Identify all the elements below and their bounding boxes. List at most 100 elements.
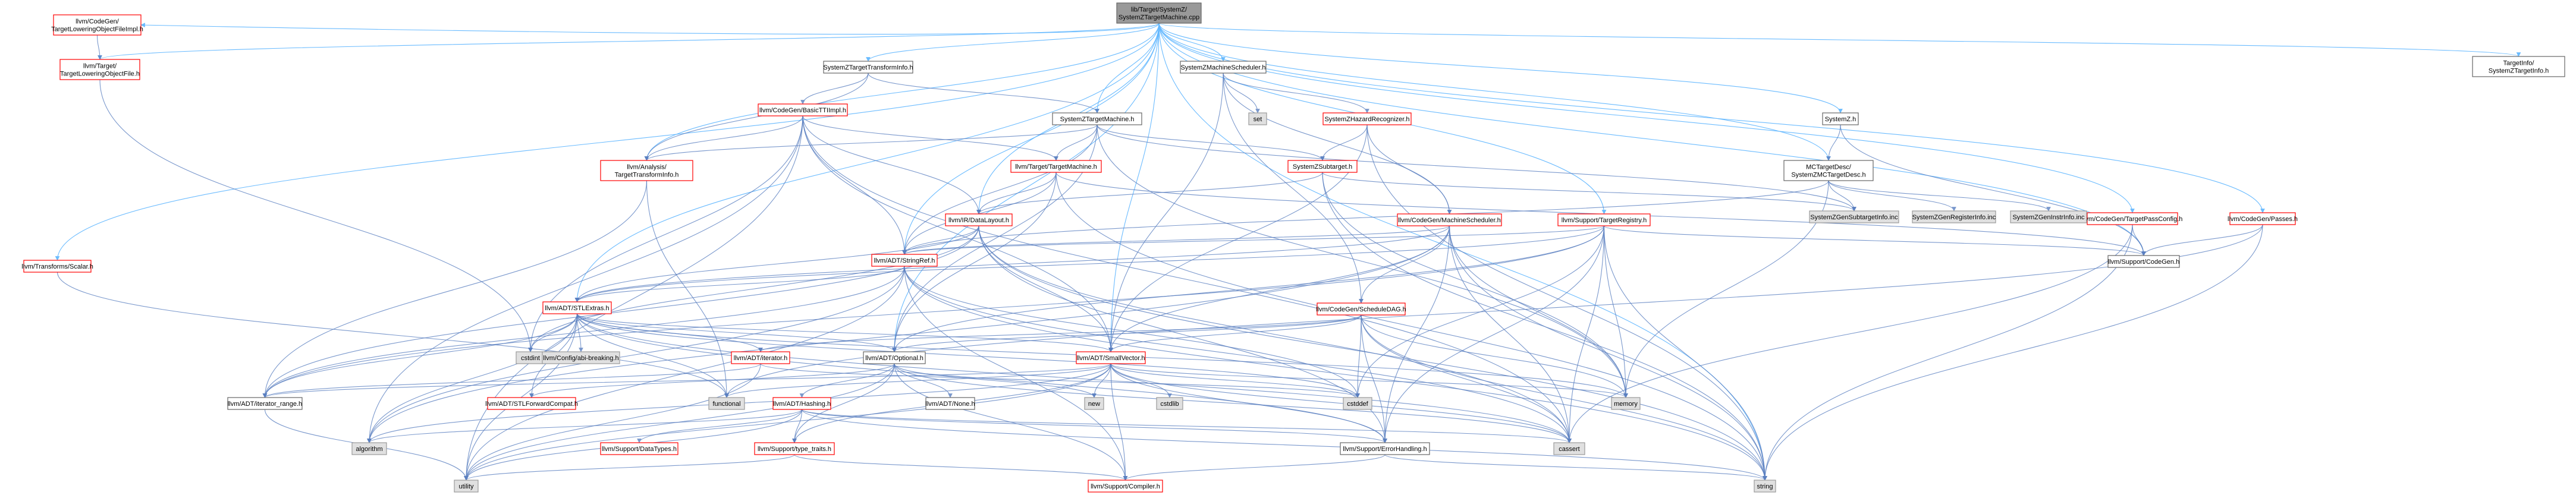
node-box bbox=[2010, 210, 2087, 223]
edge-basicTTI-to-targetMachine bbox=[802, 115, 1058, 161]
edge-optional-to-typeTraits bbox=[792, 363, 895, 443]
edge-errorHandling-to-string bbox=[1384, 454, 1767, 481]
edge-targetRegistry-to-memory bbox=[1603, 225, 1628, 398]
node-box bbox=[1809, 210, 1899, 223]
node-szSubtarget[interactable]: SystemZSubtarget.h bbox=[1287, 160, 1358, 173]
node-box bbox=[754, 442, 835, 455]
edge-stringRef-to-compiler bbox=[904, 266, 1128, 481]
edge-szSubtarget-to-genSubtarget bbox=[1322, 172, 1856, 212]
edge-szTM-to-targetMachine bbox=[1054, 124, 1098, 161]
edge-targetRegistry-to-stlExtras bbox=[574, 225, 1605, 302]
node-label: llvm/Support/ErrorHandling.h bbox=[1343, 446, 1427, 453]
node-szTTI[interactable]: SystemZTargetTransformInfo.h bbox=[823, 61, 913, 74]
node-iterator[interactable]: llvm/ADT/iterator.h bbox=[731, 351, 790, 364]
node-iterRange[interactable]: llvm/ADT/iterator_range.h bbox=[227, 397, 303, 410]
node-root[interactable]: lib/Target/SystemZ/SystemZTargetMachine.… bbox=[1116, 2, 1202, 24]
node-box bbox=[1010, 160, 1102, 173]
node-box bbox=[1822, 112, 1859, 125]
node-tloFile[interactable]: llvm/Target/TargetLoweringObjectFile.h bbox=[59, 59, 140, 80]
node-targetMachine[interactable]: llvm/Target/TargetMachine.h bbox=[1010, 160, 1102, 173]
node-label: llvm/ADT/STLForwardCompat.h bbox=[485, 401, 578, 408]
node-stlExtras[interactable]: llvm/ADT/STLExtras.h bbox=[542, 301, 612, 314]
node-szSched[interactable]: SystemZMachineScheduler.h bbox=[1180, 61, 1267, 74]
node-label: MCTargetDesc/ bbox=[1806, 164, 1852, 171]
node-szTM[interactable]: SystemZTargetMachine.h bbox=[1052, 112, 1142, 125]
edge-szHazard-to-szSubtarget bbox=[1320, 124, 1368, 161]
node-label: memory bbox=[1614, 401, 1638, 408]
node-mcDesc[interactable]: MCTargetDesc/SystemZMCTargetDesc.h bbox=[1783, 160, 1874, 181]
edge-hashing-to-algorithm bbox=[367, 409, 803, 443]
node-label: SystemZTargetMachine.h bbox=[1060, 116, 1135, 123]
node-targetInfo[interactable]: TargetInfo/SystemZTargetInfo.h bbox=[2472, 56, 2565, 77]
node-basicTTI[interactable]: llvm/CodeGen/BasicTTIImpl.h bbox=[758, 103, 848, 116]
edge-optional-to-hashing bbox=[799, 363, 895, 398]
node-label: llvm/CodeGen/Passes.h bbox=[2228, 216, 2298, 223]
node-hashing[interactable]: llvm/ADT/Hashing.h bbox=[772, 397, 831, 410]
edge-targetRegistry-to-codeGen bbox=[1603, 225, 2146, 256]
node-dataTypes[interactable]: llvm/Support/DataTypes.h bbox=[600, 442, 678, 455]
edge-smallVector-to-functional bbox=[724, 363, 1111, 398]
node-box bbox=[1116, 2, 1202, 24]
node-compiler[interactable]: llvm/Support/Compiler.h bbox=[1088, 480, 1163, 493]
edge-errorHandling-to-compiler bbox=[1123, 454, 1386, 481]
edge-basicTTI-to-cstdint bbox=[528, 115, 803, 352]
edge-stringRef-to-utility bbox=[464, 266, 905, 481]
node-codeGen[interactable]: llvm/Support/CodeGen.h bbox=[2107, 255, 2180, 268]
edge-systemZ-to-codeGen bbox=[1840, 124, 2146, 256]
edge-scheduleDAG-to-smallVector bbox=[1108, 314, 1362, 352]
node-box bbox=[772, 397, 831, 410]
node-dataLayout[interactable]: llvm/IR/DataLayout.h bbox=[945, 213, 1013, 226]
node-box bbox=[1052, 112, 1142, 125]
edge-typeTraits-to-compiler bbox=[794, 454, 1128, 481]
edge-szTM-to-szSubtarget bbox=[1097, 124, 1325, 161]
node-label: llvm/ADT/None.h bbox=[925, 401, 975, 408]
node-tpc[interactable]: llvm/CodeGen/TargetPassConfig.h bbox=[2082, 212, 2183, 225]
node-targetRegistry[interactable]: llvm/Support/TargetRegistry.h bbox=[1557, 213, 1651, 226]
node-abiBreaking: llvm/Config/abi-breaking.h bbox=[542, 351, 620, 364]
node-optional[interactable]: llvm/ADT/Optional.h bbox=[863, 351, 926, 364]
node-memory: memory bbox=[1611, 397, 1641, 410]
node-passes[interactable]: llvm/CodeGen/Passes.h bbox=[2228, 212, 2298, 225]
node-label: functional bbox=[712, 401, 740, 408]
edge-optional-to-stlFwd bbox=[529, 363, 895, 398]
edge-targetRegistry-to-string bbox=[1603, 225, 1767, 481]
node-typeTraits[interactable]: llvm/Support/type_traits.h bbox=[754, 442, 835, 455]
node-box bbox=[925, 397, 975, 410]
edge-smallVector-to-memory bbox=[1110, 363, 1628, 398]
node-analysisTTI[interactable]: llvm/Analysis/TargetTransformInfo.h bbox=[600, 160, 693, 181]
node-utility: utility bbox=[454, 480, 479, 493]
node-cstddef: cstddef bbox=[1343, 397, 1372, 410]
edge-stlExtras-to-smallVector bbox=[576, 313, 1113, 352]
node-errorHandling[interactable]: llvm/Support/ErrorHandling.h bbox=[1340, 442, 1430, 455]
node-genRegister: SystemZGenRegisterInfo.inc bbox=[1912, 210, 1996, 223]
node-box bbox=[1287, 160, 1358, 173]
edge-basicTTI-to-smallVector bbox=[802, 115, 1113, 352]
edge-smallVector-to-cstdlib bbox=[1110, 363, 1172, 398]
edge-tpc-to-string bbox=[1763, 224, 2133, 481]
edge-mcDesc-to-genRegister bbox=[1828, 180, 1956, 212]
node-label: llvm/Transforms/Scalar.h bbox=[21, 263, 93, 270]
node-tloImpl[interactable]: llvm/CodeGen/TargetLoweringObjectFileImp… bbox=[51, 14, 143, 36]
edge-mcDesc-to-genSubtarget bbox=[1828, 180, 1856, 212]
edge-optional-to-new bbox=[894, 363, 1097, 398]
node-systemZ[interactable]: SystemZ.h bbox=[1822, 112, 1859, 125]
node-box bbox=[1611, 397, 1641, 410]
edge-root-to-stlExtras bbox=[574, 23, 1160, 302]
node-box bbox=[2472, 56, 2565, 77]
node-stlFwd[interactable]: llvm/ADT/STLForwardCompat.h bbox=[485, 397, 578, 410]
node-smallVector[interactable]: llvm/ADT/SmallVector.h bbox=[1076, 351, 1146, 364]
edge-stlExtras-to-cassert bbox=[576, 313, 1572, 443]
node-scalar[interactable]: llvm/Transforms/Scalar.h bbox=[21, 260, 93, 273]
node-label: SystemZ.h bbox=[1825, 116, 1856, 123]
node-label: SystemZSubtarget.h bbox=[1293, 163, 1352, 171]
edge-targetRegistry-to-optional bbox=[892, 225, 1605, 352]
edge-machineSched-to-cassert bbox=[1449, 225, 1572, 443]
node-label: llvm/Support/DataTypes.h bbox=[602, 446, 677, 453]
node-machineSched[interactable]: llvm/CodeGen/MachineScheduler.h bbox=[1397, 213, 1502, 226]
node-scheduleDAG[interactable]: llvm/CodeGen/ScheduleDAG.h bbox=[1316, 302, 1406, 316]
node-none[interactable]: llvm/ADT/None.h bbox=[925, 397, 975, 410]
edge-targetMachine-to-string bbox=[1055, 172, 1767, 481]
node-label: llvm/CodeGen/TargetPassConfig.h bbox=[2082, 216, 2183, 223]
node-szHazard[interactable]: SystemZHazardRecognizer.h bbox=[1322, 112, 1412, 125]
node-stringRef[interactable]: llvm/ADT/StringRef.h bbox=[871, 254, 938, 267]
